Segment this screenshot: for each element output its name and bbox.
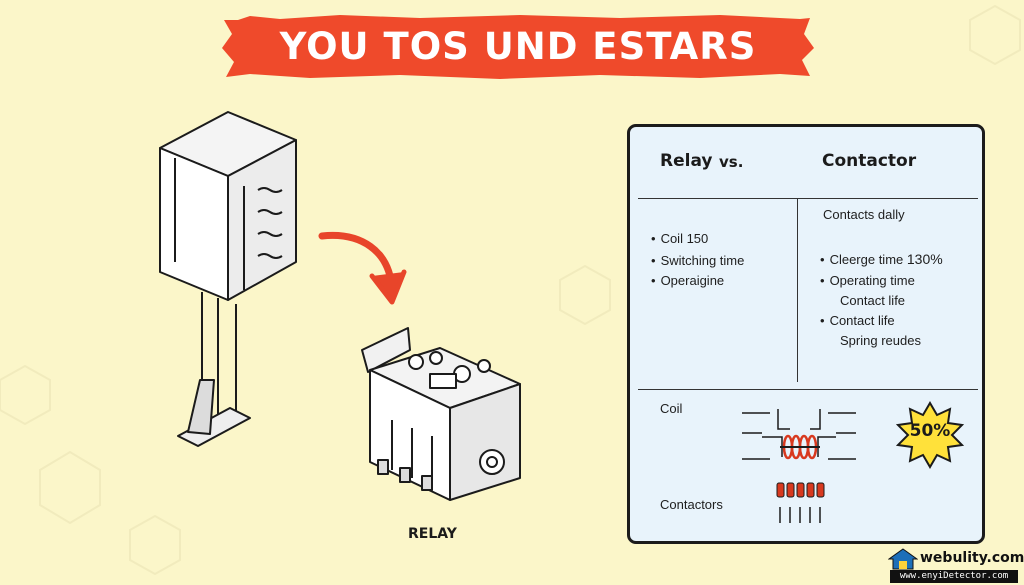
banner-ribbon (222, 15, 814, 79)
contacts-note: Contacts dally (823, 207, 905, 222)
contactor-item: Contact life (840, 293, 906, 308)
vs-label: vs. (719, 153, 744, 171)
relay-item: Operaigine (651, 273, 725, 288)
house-logo-icon (888, 548, 918, 570)
coil-section-divider (638, 389, 978, 390)
relay-heading: Relay (660, 151, 713, 171)
contactor-item: Spring reudes (840, 333, 921, 348)
coil-diagram (742, 409, 856, 460)
contactor-item-value: 130% (906, 251, 943, 267)
curved-arrow-icon (318, 231, 407, 305)
sunburst-badge (895, 401, 965, 469)
coil-label: Coil (660, 401, 683, 416)
comparison-panel: Relay vs. Contactor Contacts dally Coil … (627, 124, 985, 544)
coil-block-illustration (159, 111, 297, 447)
relay-item: Coil 150 (651, 231, 709, 246)
contactor-item: Operating time (820, 273, 915, 288)
contactor-item-label: Cleerge time (829, 252, 904, 267)
watermark-logo: webulity.com www.enyiDetector.com (886, 548, 1024, 584)
contactor-pins-diagram (776, 482, 825, 523)
relay-device-illustration (361, 327, 521, 501)
watermark-sub: www.enyiDetector.com (890, 570, 1018, 583)
relay-illustration-area (159, 111, 521, 501)
relay-caption: RELAY (408, 526, 457, 542)
comparison-panel-graphics (742, 401, 965, 523)
header-divider (638, 198, 978, 199)
contactor-item: Cleerge time 130% (820, 251, 943, 267)
contactor-heading: Contactor (822, 151, 917, 171)
contactor-item: Contact life (820, 313, 895, 328)
column-divider (797, 199, 798, 382)
relay-item: Switching time (651, 253, 745, 268)
banner-title: YOU TOS UND ESTARS (279, 25, 757, 68)
contactors-label: Contactors (660, 497, 723, 512)
title-banner: YOU TOS UND ESTARS (220, 14, 816, 80)
badge-value: 50% (909, 421, 951, 441)
watermark-site: webulity.com (920, 550, 1024, 566)
